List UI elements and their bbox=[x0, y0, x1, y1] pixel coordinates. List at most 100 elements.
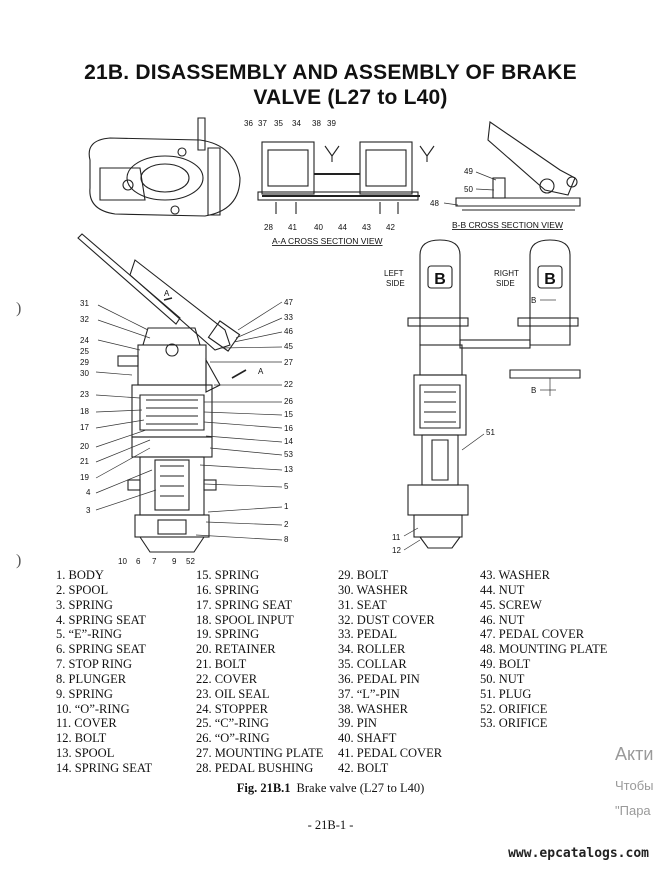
watermark: www.epcatalogs.com bbox=[508, 846, 649, 861]
callout-10: 10 bbox=[118, 557, 127, 566]
list-item: 14. SPRING SEAT bbox=[56, 760, 153, 775]
list-item: 24. STOPPER bbox=[196, 701, 269, 716]
side-elevation-view bbox=[407, 239, 581, 549]
bb-view-label: B-B CROSS SECTION VIEW bbox=[452, 220, 563, 230]
callout-12: 12 bbox=[392, 546, 401, 555]
list-item: 9. SPRING bbox=[56, 686, 113, 701]
callout-36: 36 bbox=[244, 119, 253, 128]
callout-6: 6 bbox=[136, 557, 141, 566]
left-side-label-1: LEFT bbox=[384, 269, 404, 278]
section-a-top: A bbox=[164, 289, 170, 298]
page-title: 21B. DISASSEMBLY AND ASSEMBLY OF BRAKE V… bbox=[0, 60, 661, 110]
left-canister-letter: B bbox=[434, 271, 446, 288]
list-item: 35. COLLAR bbox=[338, 657, 407, 672]
list-item: 41. PEDAL COVER bbox=[338, 746, 443, 761]
right-side-label-1: RIGHT bbox=[494, 269, 519, 278]
list-item: 12. BOLT bbox=[56, 731, 107, 746]
list-item: 22. COVER bbox=[196, 671, 258, 686]
callout-49: 49 bbox=[464, 167, 473, 176]
list-item: 1. BODY bbox=[56, 568, 104, 582]
callout-46: 46 bbox=[284, 327, 293, 336]
callout-15: 15 bbox=[284, 410, 293, 419]
callout-26: 26 bbox=[284, 397, 293, 406]
list-item: 50. NUT bbox=[480, 671, 525, 686]
list-item: 44. NUT bbox=[480, 582, 525, 597]
overlay-text-1: Акти bbox=[615, 744, 654, 764]
callout-50: 50 bbox=[464, 185, 473, 194]
list-item: 32. DUST COVER bbox=[338, 612, 435, 627]
list-item: 2. SPOOL bbox=[56, 582, 109, 597]
list-item: 28. PEDAL BUSHING bbox=[196, 760, 314, 775]
callout-48: 48 bbox=[430, 199, 439, 208]
callout-22: 22 bbox=[284, 380, 293, 389]
parts-column-1: 1. BODY 2. SPOOL 3. SPRING 4. SPRING SEA… bbox=[56, 568, 152, 776]
list-item: 15. SPRING bbox=[196, 568, 260, 582]
list-item: 37. “L”-PIN bbox=[338, 686, 400, 701]
callout-39: 39 bbox=[327, 119, 336, 128]
callout-25: 25 bbox=[80, 347, 89, 356]
list-item: 39. PIN bbox=[338, 716, 377, 731]
callout-17: 17 bbox=[80, 423, 89, 432]
callout-38: 38 bbox=[312, 119, 321, 128]
list-item: 10. “O”-RING bbox=[56, 701, 130, 716]
callout-34: 34 bbox=[292, 119, 301, 128]
aa-view-label: A-A CROSS SECTION VIEW bbox=[272, 236, 383, 246]
list-item: 33. PEDAL bbox=[338, 627, 398, 642]
list-item: 27. MOUNTING PLATE bbox=[196, 746, 324, 761]
callout-47: 47 bbox=[284, 298, 293, 307]
figure-caption-text: Brake valve (L27 to L40) bbox=[296, 781, 425, 795]
callout-45: 45 bbox=[284, 342, 293, 351]
callout-35: 35 bbox=[274, 119, 283, 128]
list-item: 19. SPRING bbox=[196, 627, 260, 642]
callout-27: 27 bbox=[284, 358, 293, 367]
list-item: 48. MOUNTING PLATE bbox=[480, 642, 608, 657]
list-item: 6. SPRING SEAT bbox=[56, 642, 146, 657]
list-item: 49. BOLT bbox=[480, 657, 531, 672]
list-item: 21. BOLT bbox=[196, 657, 247, 672]
callout-32: 32 bbox=[80, 315, 89, 324]
section-b-bottom: B bbox=[531, 386, 536, 395]
right-canister-letter: B bbox=[544, 271, 556, 288]
overlay-text-3: "Пара bbox=[615, 803, 651, 818]
list-item: 47. PEDAL COVER bbox=[480, 627, 585, 642]
left-side-label-2: SIDE bbox=[386, 279, 405, 288]
parts-column-2: 15. SPRING 16. SPRING 17. SPRING SEAT 18… bbox=[196, 568, 323, 776]
callout-1: 1 bbox=[284, 502, 289, 511]
list-item: 51. PLUG bbox=[480, 686, 532, 701]
list-item: 3. SPRING bbox=[56, 597, 113, 612]
callout-leaders bbox=[95, 171, 556, 551]
right-side-label-2: SIDE bbox=[496, 279, 515, 288]
list-item: 16. SPRING bbox=[196, 582, 260, 597]
callout-20: 20 bbox=[80, 442, 89, 451]
list-item: 26. “O”-RING bbox=[196, 731, 270, 746]
callout-19: 19 bbox=[80, 473, 89, 482]
callout-14: 14 bbox=[284, 437, 293, 446]
list-item: 45. SCREW bbox=[480, 597, 542, 612]
list-item: 38. WASHER bbox=[338, 701, 408, 716]
parts-column-3: 29. BOLT 30. WASHER 31. SEAT 32. DUST CO… bbox=[338, 568, 442, 776]
binder-mark-lower: ) bbox=[16, 552, 22, 569]
page-number: - 21B-1 - bbox=[307, 818, 354, 832]
callout-9: 9 bbox=[172, 557, 177, 566]
overlay-text-2: Чтобы bbox=[615, 778, 654, 793]
callout-37: 37 bbox=[258, 119, 267, 128]
binder-mark-upper: ) bbox=[16, 300, 22, 317]
callout-52: 52 bbox=[186, 557, 195, 566]
main-valve-assembly bbox=[77, 233, 247, 553]
parts-column-4: 43. WASHER 44. NUT 45. SCREW 46. NUT 47.… bbox=[480, 568, 607, 731]
list-item: 43. WASHER bbox=[480, 568, 550, 582]
callout-2: 2 bbox=[284, 520, 289, 529]
callout-24: 24 bbox=[80, 336, 89, 345]
list-item: 53. ORIFICE bbox=[480, 716, 548, 731]
callout-41: 41 bbox=[288, 223, 297, 232]
callout-30: 30 bbox=[80, 369, 89, 378]
callout-4: 4 bbox=[86, 488, 91, 497]
callout-5: 5 bbox=[284, 482, 289, 491]
list-item: 34. ROLLER bbox=[338, 642, 406, 657]
section-b-top: B bbox=[531, 296, 536, 305]
callout-7: 7 bbox=[152, 557, 157, 566]
list-item: 23. OIL SEAL bbox=[196, 686, 270, 701]
list-item: 52. ORIFICE bbox=[480, 701, 548, 716]
list-item: 40. SHAFT bbox=[338, 731, 397, 746]
